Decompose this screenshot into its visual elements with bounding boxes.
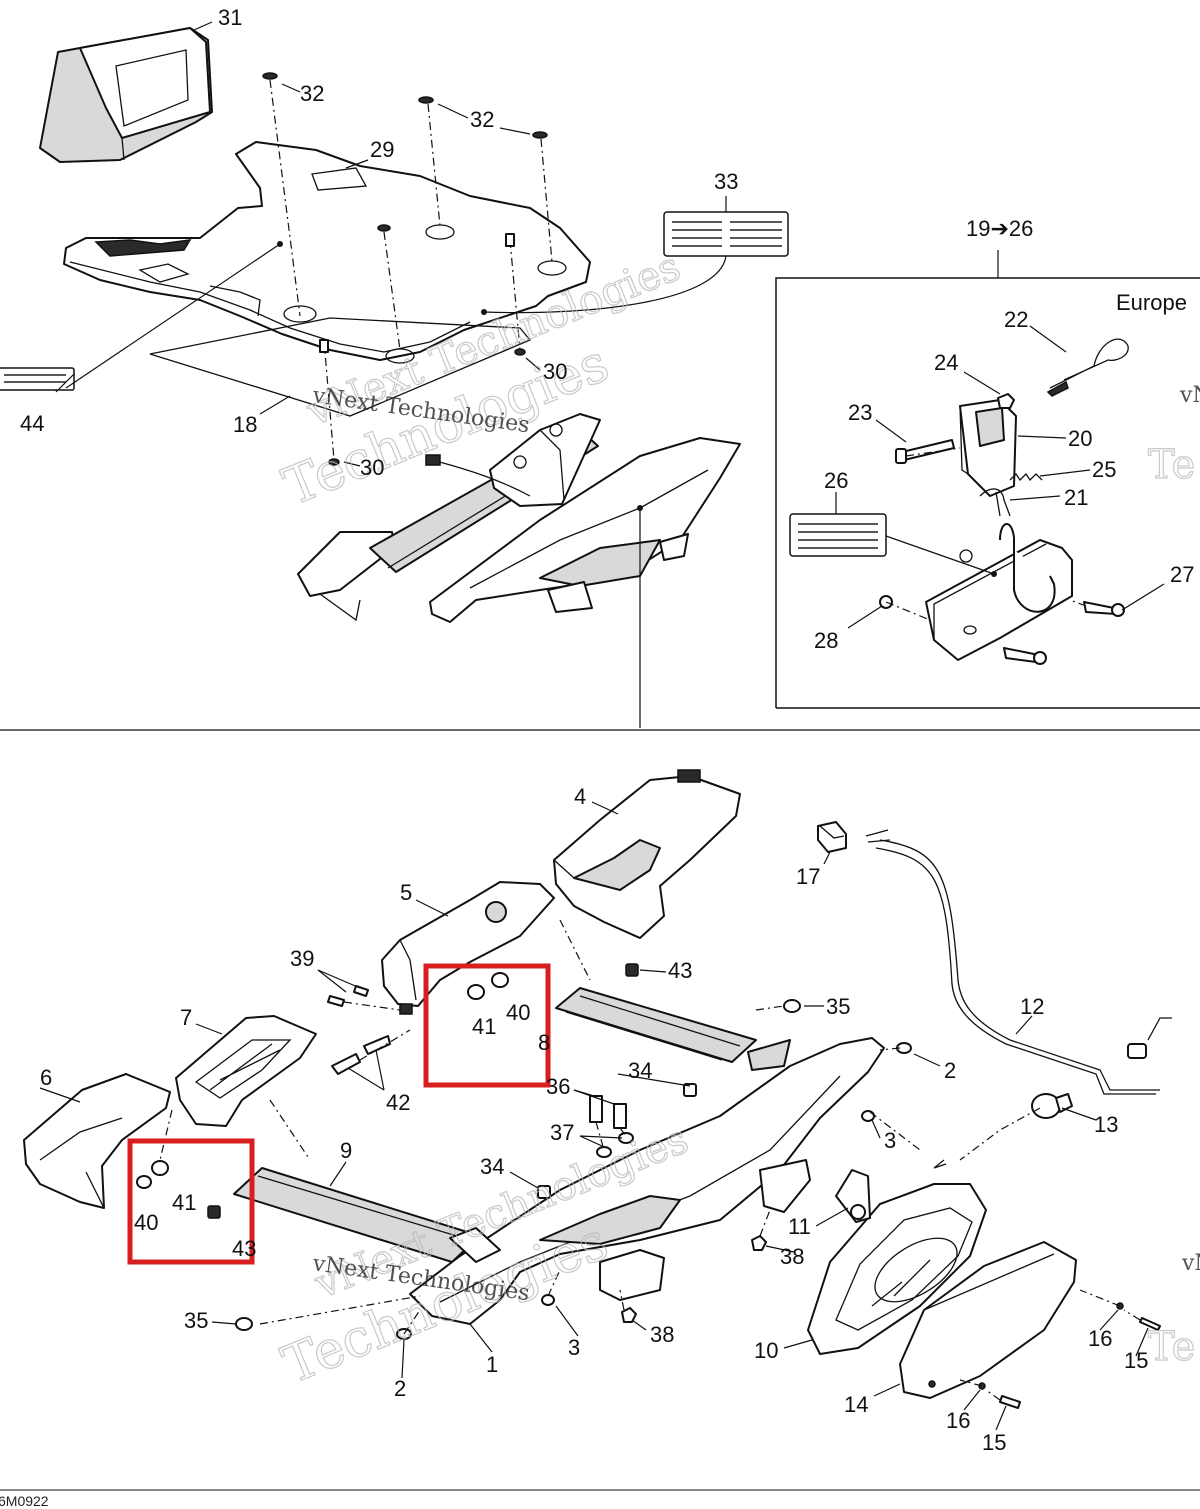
part-7-mount-plate bbox=[175, 1015, 317, 1127]
callout-numbers: 31 32 32 29 33 19➔26 30 44 18 30 22 24 2… bbox=[20, 5, 1194, 1455]
part-11-bracket bbox=[835, 1169, 871, 1223]
part-10-light-housing bbox=[807, 1183, 987, 1355]
callout-15: 15 bbox=[1124, 1348, 1148, 1373]
callout-17: 17 bbox=[796, 864, 820, 889]
callout-9: 9 bbox=[340, 1138, 352, 1163]
part-6-end-cap bbox=[23, 1073, 171, 1209]
callout-16: 16 bbox=[1088, 1326, 1112, 1351]
callout-3: 3 bbox=[568, 1335, 580, 1360]
callout-26: 26 bbox=[824, 468, 848, 493]
watermark-fragment: vN bbox=[1179, 383, 1200, 408]
callout-22: 22 bbox=[1004, 307, 1028, 332]
part-14-lens bbox=[899, 1241, 1077, 1399]
callout-35: 35 bbox=[826, 994, 850, 1019]
callout-13: 13 bbox=[1094, 1112, 1118, 1137]
callout-20: 20 bbox=[1068, 426, 1092, 451]
callout-2: 2 bbox=[944, 1058, 956, 1083]
callout-7: 7 bbox=[180, 1005, 192, 1030]
callout-41: 41 bbox=[172, 1190, 196, 1215]
europe-hitch-parts bbox=[789, 338, 1129, 665]
callout-10: 10 bbox=[754, 1338, 778, 1363]
callout-38: 38 bbox=[650, 1322, 674, 1347]
part-4-side-cover bbox=[553, 769, 741, 939]
upper-frame-assembly bbox=[297, 413, 741, 623]
part-31-cover bbox=[39, 27, 213, 163]
callout-8: 8 bbox=[538, 1030, 550, 1055]
callout-25: 25 bbox=[1092, 457, 1116, 482]
watermark-fragment: vN bbox=[1181, 1251, 1200, 1276]
highlight-box-top bbox=[423, 963, 551, 1088]
bottom-dash-lines bbox=[159, 919, 1141, 1401]
callout-38: 38 bbox=[780, 1244, 804, 1269]
callout-27: 27 bbox=[1170, 562, 1194, 587]
callout-33: 33 bbox=[714, 169, 738, 194]
callout-40: 40 bbox=[506, 1000, 530, 1025]
callout-31: 31 bbox=[218, 5, 242, 30]
callout-5: 5 bbox=[400, 880, 412, 905]
part-33-decal bbox=[663, 211, 789, 257]
callout-32: 32 bbox=[300, 81, 324, 106]
watermark-edge: Te bbox=[1148, 442, 1195, 488]
callout-29: 29 bbox=[370, 137, 394, 162]
part-8-rail bbox=[555, 987, 757, 1063]
callout-11: 11 bbox=[788, 1214, 811, 1239]
callout-37: 37 bbox=[550, 1120, 574, 1145]
part-17-connector bbox=[817, 821, 847, 853]
europe-leaders bbox=[835, 325, 1165, 629]
callout-40: 40 bbox=[134, 1210, 158, 1235]
callout-36: 36 bbox=[546, 1074, 570, 1099]
part-13-bulb bbox=[1031, 1093, 1073, 1119]
callout-44: 44 bbox=[20, 411, 44, 436]
callout-18: 18 bbox=[233, 412, 257, 437]
europe-detail-frame bbox=[775, 250, 1200, 709]
callout-6: 6 bbox=[40, 1065, 52, 1090]
bottom-leaders bbox=[39, 801, 1149, 1431]
callout-12: 12 bbox=[1020, 994, 1044, 1019]
callout-19-26: 19➔26 bbox=[966, 216, 1033, 241]
part-18-sheet bbox=[149, 317, 532, 417]
callout-43: 43 bbox=[232, 1236, 256, 1261]
callout-34: 34 bbox=[628, 1058, 652, 1083]
highlight-box-bottom bbox=[127, 1138, 255, 1265]
callout-28: 28 bbox=[814, 628, 838, 653]
callout-14: 14 bbox=[844, 1392, 868, 1417]
callout-21: 21 bbox=[1064, 485, 1088, 510]
callout-41: 41 bbox=[472, 1014, 496, 1039]
callout-2: 2 bbox=[394, 1376, 406, 1401]
europe-label: Europe bbox=[1116, 290, 1187, 315]
callout-23: 23 bbox=[848, 400, 872, 425]
callout-42: 42 bbox=[386, 1090, 410, 1115]
part-29-floor-tray bbox=[63, 141, 591, 364]
part-44-decal bbox=[0, 367, 75, 391]
callout-35: 35 bbox=[184, 1308, 208, 1333]
callout-30: 30 bbox=[360, 455, 384, 480]
callout-43: 43 bbox=[668, 958, 692, 983]
drawing-code: 6M0922 bbox=[0, 1493, 49, 1509]
callout-24: 24 bbox=[934, 350, 958, 375]
part-12-cable bbox=[865, 829, 1172, 1095]
bottom-hardware bbox=[136, 963, 1161, 1409]
callout-39: 39 bbox=[290, 946, 314, 971]
callout-3: 3 bbox=[884, 1128, 896, 1153]
callout-1: 1 bbox=[486, 1352, 498, 1377]
watermark-edge: Te bbox=[1148, 1324, 1195, 1370]
callout-4: 4 bbox=[574, 784, 586, 809]
callout-32: 32 bbox=[470, 107, 494, 132]
callout-34: 34 bbox=[480, 1154, 504, 1179]
screws-32-30 bbox=[262, 72, 553, 466]
top-leaders bbox=[55, 21, 727, 728]
callout-30: 30 bbox=[543, 359, 567, 384]
callout-15: 15 bbox=[982, 1430, 1006, 1455]
part-1-main-frame bbox=[409, 1037, 885, 1325]
callout-16: 16 bbox=[946, 1408, 970, 1433]
